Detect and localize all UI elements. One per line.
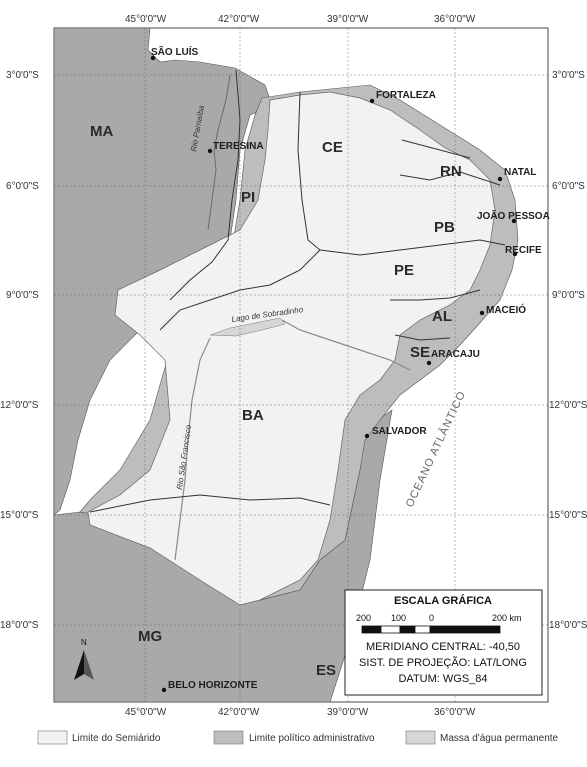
city-label: BELO HORIZONTE — [168, 680, 258, 691]
north-arrow-letter: N — [81, 638, 87, 647]
lat-tick-right: 18°0'0"S — [549, 620, 587, 631]
scale-tick: 200 — [356, 613, 371, 623]
city-label: RECIFE — [505, 245, 542, 256]
lat-tick-left: 12°0'0"S — [0, 400, 39, 411]
lat-tick-right: 12°0'0"S — [549, 400, 587, 411]
state-label-rn: RN — [440, 163, 462, 180]
river-sao-francisco — [174, 319, 411, 561]
lat-tick-right: 9°0'0"S — [552, 290, 585, 301]
city-label: FORTALEZA — [376, 90, 436, 101]
legend-label: Limite do Semiárido — [72, 733, 161, 744]
city-label: SALVADOR — [372, 426, 427, 437]
lat-tick-right: 15°0'0"S — [549, 510, 587, 521]
legend-swatch-semiarid — [37, 730, 68, 745]
scale-box: ESCALA GRÁFICA 200 100 0 200 km MERIDIAN… — [344, 589, 543, 696]
lake-sobradinho — [209, 317, 286, 337]
city-label: NATAL — [504, 167, 536, 178]
legend-swatch-admin — [213, 730, 244, 745]
lat-tick-left: 6°0'0"S — [6, 181, 39, 192]
scale-tick: 200 km — [492, 613, 522, 623]
state-label-ma: MA — [90, 123, 113, 140]
scale-projection: SIST. DE PROJEÇÃO: LAT/LONG — [359, 656, 527, 669]
lat-tick-right: 6°0'0"S — [552, 181, 585, 192]
lon-tick-bottom: 45°0'0"W — [125, 707, 167, 718]
scale-datum: DATUM: WGS_84 — [398, 673, 487, 685]
city-label: ARACAJU — [431, 349, 480, 360]
city-label: JOÃO PESSOA — [477, 209, 550, 222]
lon-tick-bottom: 36°0'0"W — [434, 707, 476, 718]
city-dots — [150, 55, 518, 693]
city-label: SÃO LUÍS — [151, 45, 199, 58]
lon-tick-top: 36°0'0"W — [434, 14, 476, 25]
state-label-mg: MG — [138, 628, 162, 645]
lat-tick-left: 9°0'0"S — [6, 290, 39, 301]
state-label-ce: CE — [322, 139, 343, 156]
scale-bar — [361, 625, 501, 634]
lon-tick-bottom: 42°0'0"W — [218, 707, 260, 718]
scale-title: ESCALA GRÁFICA — [394, 594, 492, 607]
semiarid-area — [87, 91, 496, 606]
north-arrow: N — [74, 638, 94, 680]
map-body — [54, 28, 548, 702]
lat-tick-left: 3°0'0"S — [6, 70, 39, 81]
lat-tick-right: 3°0'0"S — [552, 70, 585, 81]
north-arrow-left-half — [74, 650, 84, 680]
state-label-ba: BA — [242, 407, 264, 424]
river-parnaiba — [207, 74, 231, 231]
scale-tick: 0 — [429, 613, 434, 623]
lon-tick-top: 42°0'0"W — [218, 14, 260, 25]
lon-tick-top: 45°0'0"W — [125, 14, 167, 25]
lat-tick-left: 15°0'0"S — [0, 510, 39, 521]
city-label: MACEIÓ — [486, 303, 526, 316]
legend: Limite do Semiárido Limite político admi… — [37, 730, 559, 745]
lat-tick-left: 18°0'0"S — [0, 620, 39, 631]
state-label-al: AL — [432, 308, 452, 325]
state-label-es: ES — [316, 662, 336, 679]
legend-swatch-water — [405, 730, 436, 745]
state-label-pi: PI — [241, 189, 255, 206]
legend-label: Massa d'água permanente — [440, 733, 559, 744]
north-arrow-right-half — [84, 650, 94, 680]
scale-meridian: MERIDIANO CENTRAL: -40,50 — [366, 641, 520, 653]
scale-tick: 100 — [391, 613, 406, 623]
city-label: TERESINA — [213, 141, 264, 152]
lon-tick-top: 39°0'0"W — [327, 14, 369, 25]
state-label-pb: PB — [434, 219, 455, 236]
scale-box-frame — [344, 589, 543, 696]
state-label-pe: PE — [394, 262, 414, 279]
state-boundaries — [89, 69, 506, 513]
legend-label: Limite político administrativo — [249, 733, 375, 744]
state-label-se: SE — [410, 344, 430, 361]
lon-tick-bottom: 39°0'0"W — [327, 707, 369, 718]
